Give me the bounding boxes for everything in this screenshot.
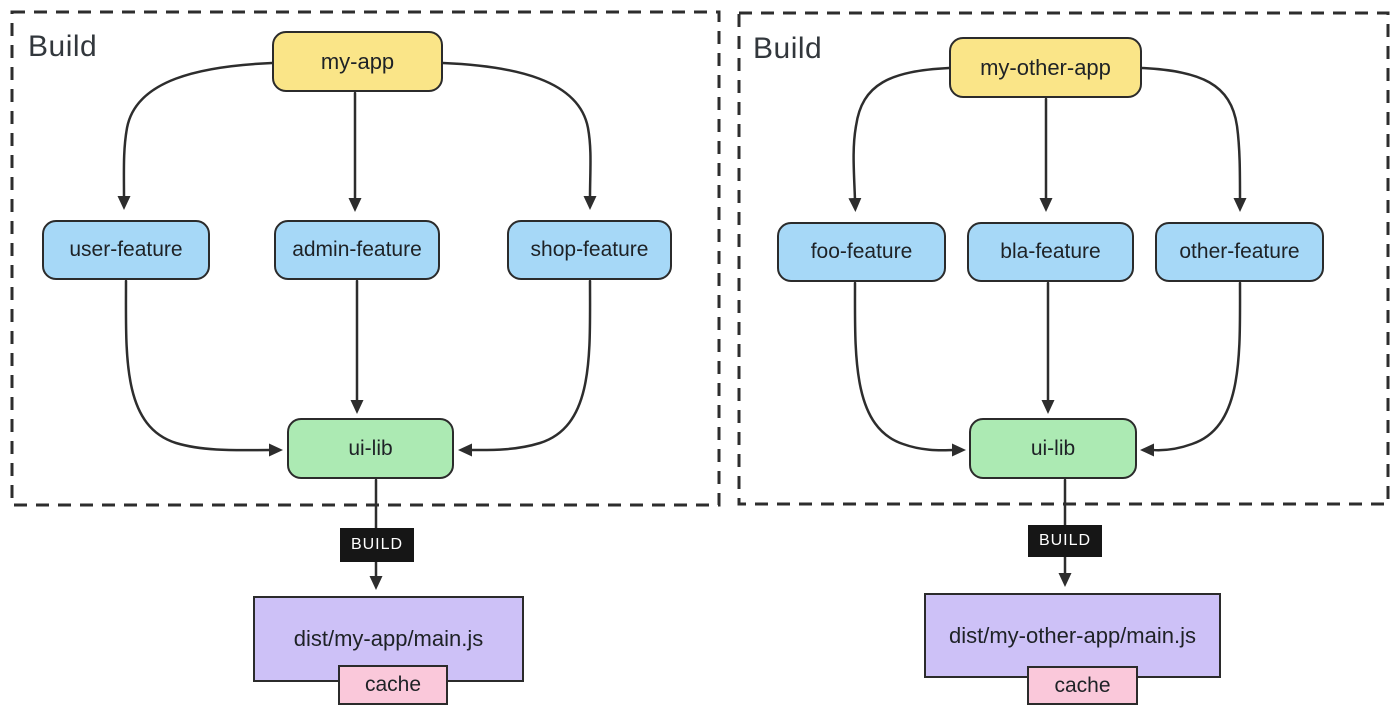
node-my-app: my-app <box>272 31 443 92</box>
node-user-feature: user-feature <box>42 220 210 280</box>
node-output-left: dist/my-app/main.js <box>253 596 524 682</box>
panel-title-left: Build <box>28 30 98 63</box>
edge-user-feature-ui-lib <box>124 279 283 457</box>
node-ui-lib-right: ui-lib <box>969 418 1137 479</box>
node-shop-feature: shop-feature <box>507 220 672 280</box>
edge-shop-feature-ui-lib <box>458 279 592 457</box>
edge-other-feature-ui-lib <box>1140 281 1242 457</box>
build-scope-border-right <box>737 11 1390 506</box>
panel-title-right: Build <box>753 32 823 65</box>
edge-my-other-app-other-feature <box>1140 66 1247 212</box>
edge-my-app-user-feature <box>117 61 274 210</box>
node-cache-right: cache <box>1027 666 1138 705</box>
node-other-feature: other-feature <box>1155 222 1324 282</box>
build-scope-border-left <box>10 10 721 507</box>
node-ui-lib-left: ui-lib <box>287 418 454 479</box>
node-output-right: dist/my-other-app/main.js <box>924 593 1221 678</box>
edge-my-other-app-foo-feature <box>848 66 951 212</box>
edge-foo-feature-ui-lib <box>853 281 966 457</box>
node-admin-feature: admin-feature <box>274 220 440 280</box>
node-my-other-app: my-other-app <box>949 37 1142 98</box>
build-badge-right: BUILD <box>1028 525 1102 557</box>
node-cache-left: cache <box>338 665 448 705</box>
edge-my-app-shop-feature <box>441 61 597 210</box>
node-foo-feature: foo-feature <box>777 222 946 282</box>
node-bla-feature: bla-feature <box>967 222 1134 282</box>
build-badge-left: BUILD <box>340 528 414 562</box>
